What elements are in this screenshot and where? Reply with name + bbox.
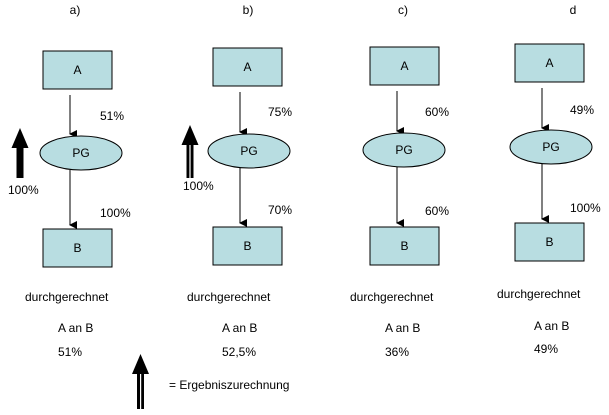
node-middle: [362, 132, 446, 168]
pct-bottom: 100%: [570, 201, 601, 215]
node-top-label: A: [243, 60, 251, 74]
node-bottom-label: B: [400, 239, 408, 253]
pct-top: 51%: [100, 109, 124, 123]
relation: A an B: [534, 319, 569, 333]
node-middle: [39, 135, 123, 171]
node-bottom-label: B: [243, 239, 251, 253]
pct-bottom: 60%: [425, 204, 449, 218]
panel-0: a) A 51% PG 100% B 100% durchgerechnet A an B 51%: [8, 3, 131, 359]
result-attribution-arrow-icon: [11, 128, 29, 178]
relation: A an B: [222, 321, 257, 335]
caption: durchgerechnet: [497, 287, 581, 301]
node-bottom: [514, 222, 585, 262]
node-middle-label: PG: [72, 146, 89, 160]
result-attribution-arrow-icon: [132, 354, 149, 409]
pct-bottom: 70%: [268, 203, 292, 217]
node-middle: [207, 133, 291, 169]
node-middle-label: PG: [395, 143, 412, 157]
node-top: [212, 47, 283, 87]
pct-top: 49%: [570, 103, 594, 117]
node-bottom: [42, 228, 113, 268]
caption: durchgerechnet: [187, 290, 271, 304]
panel-label: a): [70, 3, 81, 17]
result: 51%: [58, 345, 82, 359]
result: 36%: [385, 345, 409, 359]
result: 52,5%: [222, 345, 256, 359]
node-top-label: A: [73, 63, 81, 77]
node-top-label: A: [545, 56, 553, 70]
pct-bottom: 100%: [100, 206, 131, 220]
node-top: [514, 43, 585, 83]
node-top: [369, 46, 440, 86]
legend-text: = Ergebniszurechnung: [169, 378, 289, 392]
node-bottom: [212, 226, 283, 266]
panel-label: d: [570, 3, 577, 17]
node-top: [42, 50, 113, 90]
node-middle: [509, 129, 593, 165]
result-arrow-pct: 100%: [8, 183, 39, 197]
result-arrow-pct: 100%: [183, 179, 214, 193]
node-bottom: [369, 226, 440, 266]
node-bottom-label: B: [545, 235, 553, 249]
node-middle-label: PG: [240, 144, 257, 158]
panel-label: b): [243, 3, 254, 17]
relation: A an B: [385, 321, 420, 335]
caption: durchgerechnet: [25, 290, 109, 304]
panel-label: c): [398, 3, 408, 17]
result-attribution-arrow-icon: [181, 125, 199, 178]
node-top-label: A: [400, 59, 408, 73]
caption: durchgerechnet: [350, 290, 434, 304]
pct-top: 60%: [425, 105, 449, 119]
node-bottom-label: B: [73, 241, 81, 255]
legend: = Ergebniszurechnung: [132, 354, 289, 409]
relation: A an B: [58, 321, 93, 335]
panel-1: b) A 75% PG 70% B 100% durchgerechnet A an B 52,5…: [181, 3, 292, 359]
pct-top: 75%: [268, 105, 292, 119]
result: 49%: [534, 342, 558, 356]
node-middle-label: PG: [542, 140, 559, 154]
